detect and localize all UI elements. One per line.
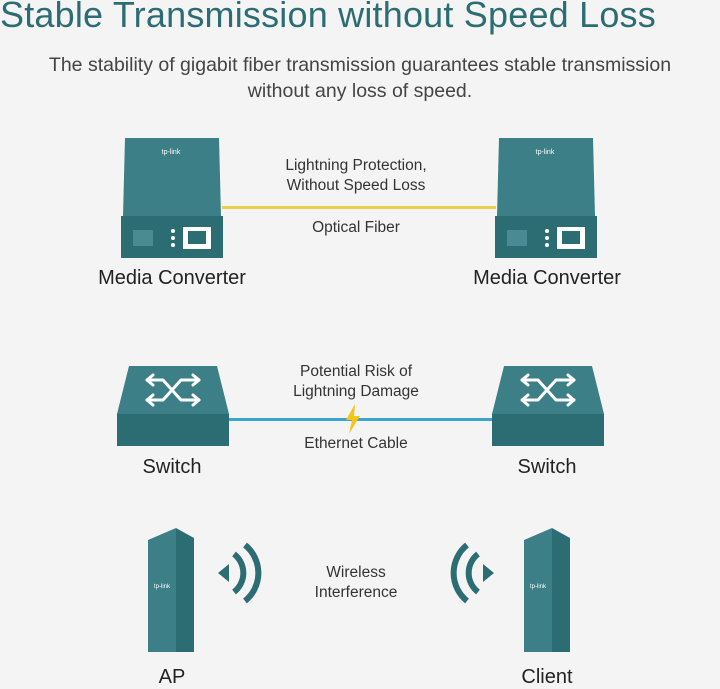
access-point-label: AP	[158, 666, 186, 688]
wireless-note-line2: Interference	[314, 584, 398, 601]
wireless-signal-right-icon	[450, 542, 494, 604]
brand-logo: tp-link	[154, 584, 171, 590]
wireless-note-line1: Wireless	[326, 564, 386, 581]
fiber-note-line2: Without Speed Loss	[286, 177, 426, 194]
optical-fiber-label: Optical Fiber	[312, 219, 400, 236]
access-point-icon: tp-link	[148, 528, 194, 652]
page-title: Stable Transmission without Speed Loss	[0, 0, 656, 35]
lightning-icon	[346, 404, 360, 434]
media-converter-left-icon: tp-link	[121, 138, 223, 258]
optical-fiber-link-line	[222, 206, 496, 209]
client-device-icon: tp-link	[524, 528, 570, 652]
switch-left-label: Switch	[142, 456, 202, 478]
brand-logo: tp-link	[536, 149, 555, 156]
wireless-signal-left-icon	[218, 542, 262, 604]
media-converter-right-icon: tp-link	[495, 138, 597, 258]
brand-logo: tp-link	[530, 584, 547, 590]
ethernet-top-note: Potential Risk of Lightning Damage	[256, 362, 456, 402]
media-converter-left-label: Media Converter	[98, 267, 246, 289]
switch-left-icon	[117, 366, 229, 446]
ethernet-note-line2: Lightning Damage	[293, 383, 419, 400]
media-converter-right-label: Media Converter	[473, 267, 621, 289]
wireless-note: Wireless Interference	[256, 563, 456, 603]
fiber-note-line1: Lightning Protection,	[285, 157, 427, 174]
switch-right-icon	[492, 366, 604, 446]
brand-logo: tp-link	[162, 149, 181, 156]
page-subtitle: The stability of gigabit fiber transmiss…	[48, 54, 672, 102]
ethernet-cable-link-line	[228, 418, 492, 421]
ethernet-note-line1: Potential Risk of	[300, 363, 412, 380]
fiber-top-note: Lightning Protection, Without Speed Loss	[256, 156, 456, 196]
client-label: Client	[521, 666, 573, 688]
switch-right-label: Switch	[517, 456, 577, 478]
ethernet-cable-label: Ethernet Cable	[304, 435, 408, 452]
